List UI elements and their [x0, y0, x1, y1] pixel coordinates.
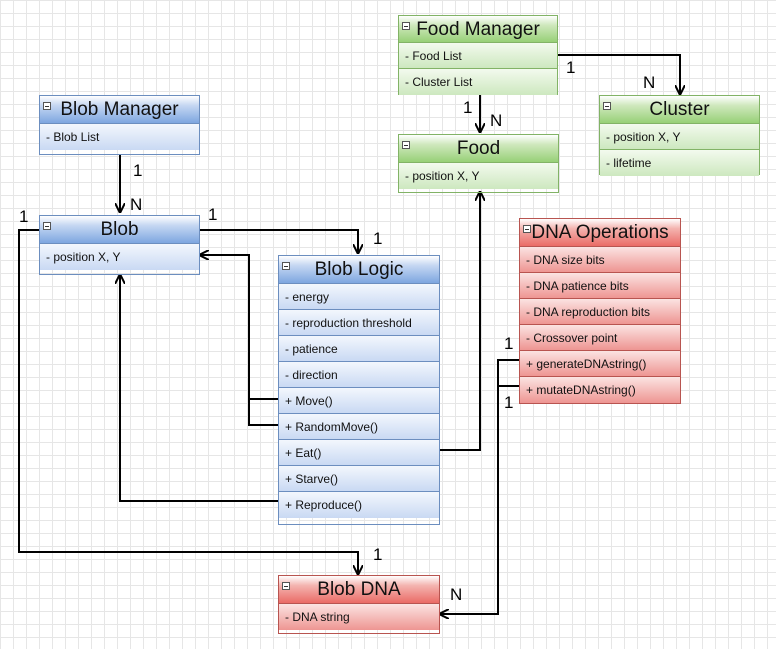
class-blob-manager[interactable]: Blob Manager - Blob List: [39, 95, 200, 155]
class-title: Food Manager: [416, 19, 540, 40]
class-member: - patience: [279, 336, 439, 362]
edge-foodmanager-cluster: [557, 54, 680, 94]
class-method: + Starve(): [279, 466, 439, 492]
class-method: + Reproduce(): [279, 492, 439, 518]
collapse-icon[interactable]: [43, 222, 51, 230]
class-title: Blob Logic: [314, 259, 404, 280]
class-member: - lifetime: [600, 150, 759, 176]
class-header: DNA Operations: [520, 219, 680, 247]
edge-eat-food: [439, 192, 480, 451]
class-method: + Eat(): [279, 440, 439, 466]
edge-blob-bloblogic: [199, 229, 358, 253]
multiplicity-label: 1: [208, 205, 218, 224]
class-header: Blob Logic: [279, 256, 439, 284]
class-member: - energy: [279, 284, 439, 310]
multiplicity-label: 1: [373, 545, 383, 564]
class-member: - Blob List: [40, 124, 199, 150]
collapse-icon[interactable]: [402, 141, 410, 149]
collapse-icon[interactable]: [43, 102, 51, 110]
class-blob[interactable]: Blob - position X, Y: [39, 215, 200, 275]
class-header: Blob Manager: [40, 96, 199, 124]
class-member: - Cluster List: [399, 69, 557, 95]
collapse-icon[interactable]: [603, 102, 611, 110]
multiplicity-label: 1: [566, 58, 576, 77]
multiplicity-label: N: [490, 111, 503, 130]
class-member: - Crossover point: [520, 325, 680, 351]
edge-randommove-blob: [248, 399, 278, 426]
class-title: Blob: [100, 219, 139, 240]
edge-reproduce-blob: [120, 275, 278, 502]
class-header: Blob: [40, 216, 199, 244]
class-method: + mutateDNAstring(): [520, 377, 680, 403]
collapse-icon[interactable]: [282, 582, 290, 590]
class-blob-logic[interactable]: Blob Logic - energy - reproduction thres…: [278, 255, 440, 525]
multiplicity-label: 1: [133, 161, 143, 180]
class-title: Blob DNA: [317, 579, 401, 600]
class-member: - direction: [279, 362, 439, 388]
multiplicity-label: N: [450, 585, 463, 604]
class-member: - DNA reproduction bits: [520, 299, 680, 325]
class-member: - position X, Y: [399, 163, 558, 189]
edge-dnaops-blobdna: [440, 359, 519, 614]
multiplicity-label: 1: [373, 229, 383, 248]
multiplicity-label: N: [643, 73, 656, 92]
class-member: - position X, Y: [40, 244, 199, 270]
collapse-icon[interactable]: [282, 262, 290, 270]
class-member: - Food List: [399, 43, 557, 69]
class-header: Cluster: [600, 96, 759, 124]
collapse-icon[interactable]: [402, 22, 410, 30]
class-title: DNA Operations: [531, 222, 669, 243]
class-member: - reproduction threshold: [279, 310, 439, 336]
multiplicity-label: 1: [504, 334, 514, 353]
class-title: Food: [456, 138, 501, 159]
class-dna-operations[interactable]: DNA Operations - DNA size bits - DNA pat…: [519, 218, 681, 404]
multiplicity-label: N: [130, 195, 143, 214]
multiplicity-label: 1: [504, 393, 514, 412]
class-method: + Move(): [279, 388, 439, 414]
edge-move-blob: [200, 255, 278, 400]
class-food-manager[interactable]: Food Manager - Food List - Cluster List: [398, 15, 558, 95]
class-member: - position X, Y: [600, 124, 759, 150]
class-title: Blob Manager: [60, 99, 179, 120]
class-title: Cluster: [649, 99, 710, 120]
class-food[interactable]: Food - position X, Y: [398, 134, 559, 193]
class-member: - DNA string: [279, 604, 439, 630]
multiplicity-label: 1: [463, 98, 473, 117]
class-header: Food: [399, 135, 558, 163]
edge-blob-blobdna: [18, 229, 358, 574]
class-header: Blob DNA: [279, 576, 439, 604]
multiplicity-label: 1: [19, 207, 29, 226]
class-member: - DNA patience bits: [520, 273, 680, 299]
class-method: + generateDNAstring(): [520, 351, 680, 377]
class-blob-dna[interactable]: Blob DNA - DNA string: [278, 575, 440, 634]
class-header: Food Manager: [399, 16, 557, 43]
class-member: - DNA size bits: [520, 247, 680, 273]
class-cluster[interactable]: Cluster - position X, Y - lifetime: [599, 95, 760, 176]
collapse-icon[interactable]: [523, 225, 531, 233]
class-method: + RandomMove(): [279, 414, 439, 440]
